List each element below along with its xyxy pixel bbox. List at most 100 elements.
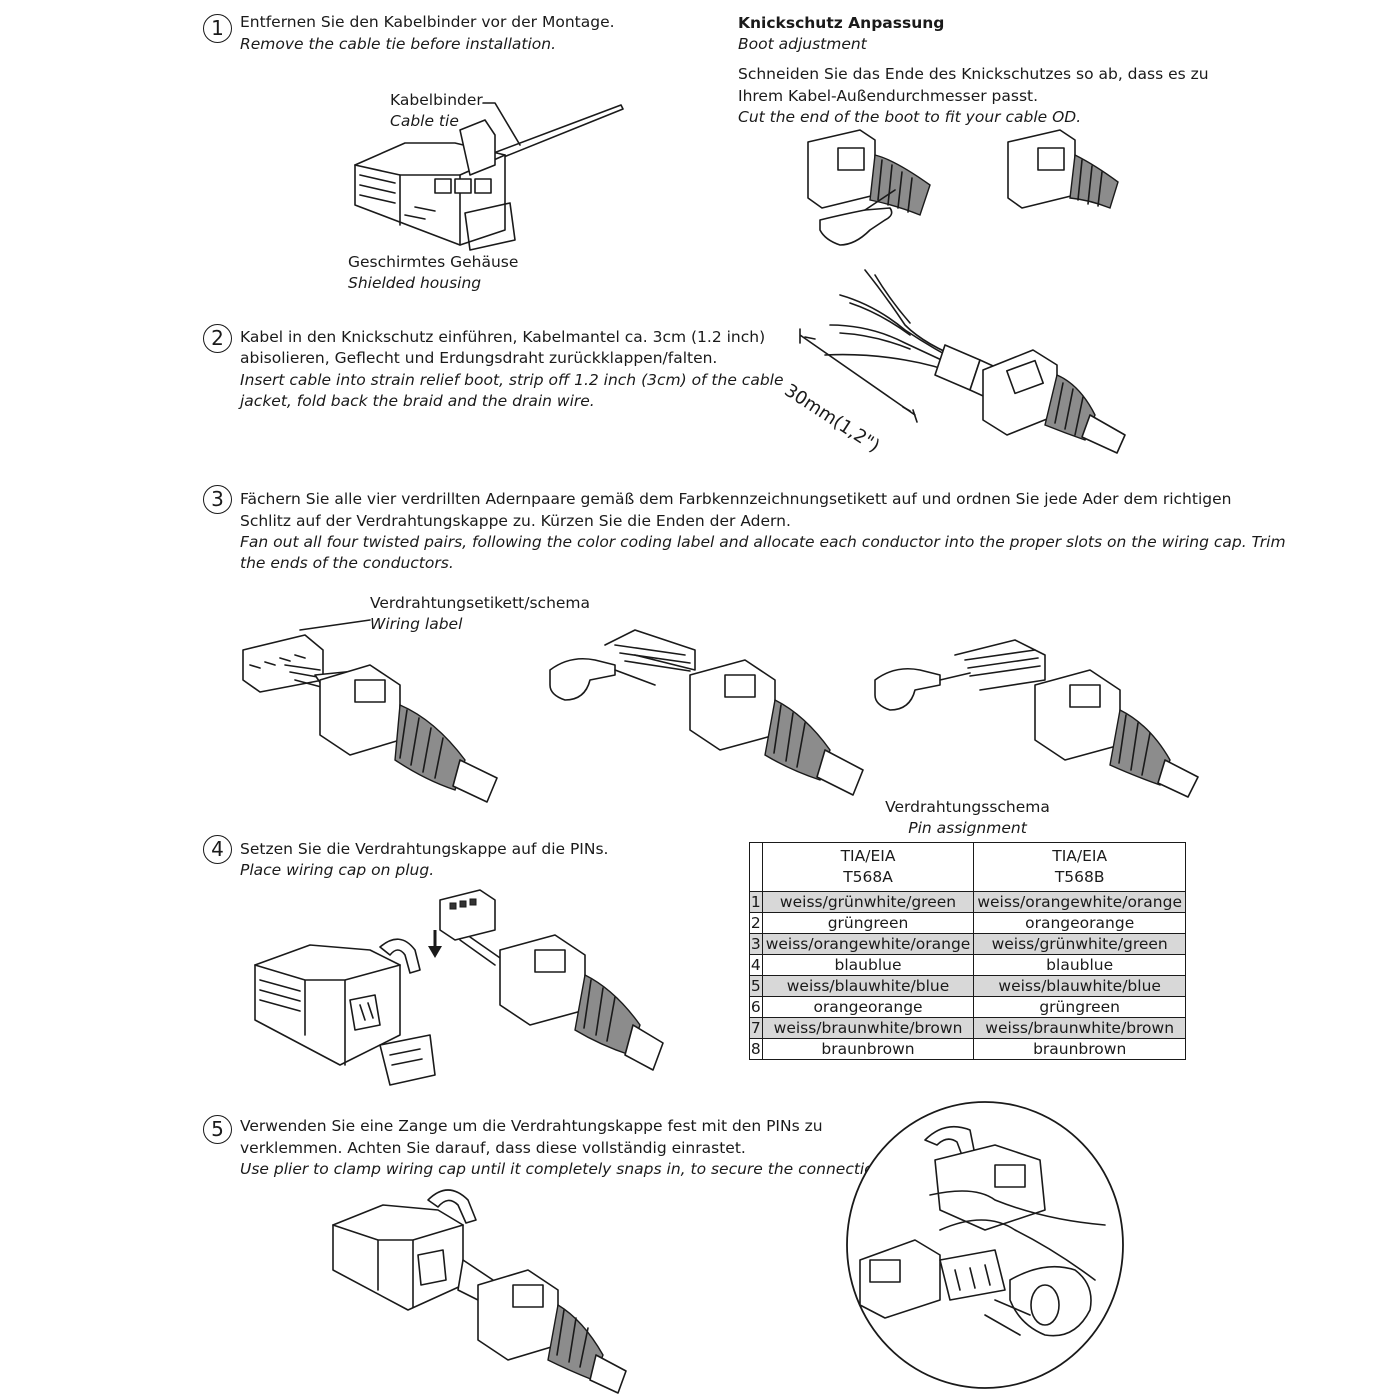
housing-label-de: Geschirmtes Gehäuse (348, 253, 519, 271)
pin-color-en: white/blue (868, 977, 950, 995)
step-1-text-en: Remove the cable tie before installation… (240, 35, 557, 53)
step-4-number: 4 (203, 835, 232, 864)
boot-text-en: Cut the end of the boot to fit your cabl… (738, 108, 1082, 126)
step-4-text-de: Setzen Sie die Verdrahtungskappe auf die… (240, 840, 609, 858)
pin-color-de: weiss/braun (773, 1019, 867, 1037)
connector-cable-tie-illustration (354, 102, 624, 251)
pin-color-en: white/blue (1079, 977, 1161, 995)
pin-color-en: white/orange (868, 935, 971, 953)
pin-color-en: orange (1079, 914, 1135, 932)
step-4-housing-illustration (254, 938, 436, 1086)
down-arrow-icon (428, 930, 442, 958)
pin-t568b-cell: weiss/braunwhite/brown (973, 1017, 1186, 1039)
pin-color-en: brown (1078, 1040, 1127, 1058)
pin-number: 2 (749, 912, 763, 934)
stripped-cable-illustration (799, 269, 1126, 454)
step-3-connector-2 (549, 629, 864, 796)
pin-table-title-de: Verdrahtungsschema (885, 798, 1050, 816)
plier-detail-circle-illustration (846, 1101, 1124, 1389)
pin-table-corner (749, 842, 763, 892)
pin-t568a-cell: orangeorange (761, 996, 975, 1018)
step-5-text-de-1: Verwenden Sie eine Zange um die Verdraht… (240, 1117, 823, 1135)
pin-number: 4 (749, 954, 763, 976)
pin-color-de: weiss/blau (998, 977, 1080, 995)
housing-label-en: Shielded housing (348, 274, 482, 292)
pin-color-de: weiss/orange (977, 893, 1080, 911)
pin-number: 5 (749, 975, 763, 997)
pin-color-de: blau (1046, 956, 1080, 974)
pin-color-de: weiss/grün (779, 893, 864, 911)
pin-color-de: braun (821, 1040, 867, 1058)
pin-t568a-cell: blaublue (761, 954, 975, 976)
pin-table-title-en: Pin assignment (908, 819, 1027, 837)
pin-t568a-cell: weiss/orangewhite/orange (761, 933, 975, 955)
step-3-text-en-2: the ends of the conductors. (240, 554, 454, 572)
wiring-label-de: Verdrahtungsetikett/schema (370, 594, 591, 612)
pin-t568b-cell: orangeorange (973, 912, 1186, 934)
pin-color-en: blue (1079, 956, 1114, 974)
pin-number: 3 (749, 933, 763, 955)
pin-color-en: white/brown (866, 1019, 963, 1037)
pin-number: 1 (749, 891, 763, 913)
step-3-connector-3 (874, 639, 1199, 798)
pin-color-en: green (1075, 998, 1120, 1016)
step-4-text-en: Place wiring cap on plug. (240, 861, 435, 879)
pin-color-de: weiss/orange (765, 935, 869, 953)
pin-t568b-cell: braunbrown (973, 1038, 1186, 1060)
step-1-text-de: Entfernen Sie den Kabelbinder vor der Mo… (240, 13, 615, 31)
pin-number: 8 (749, 1038, 763, 1060)
pin-color-en: white/orange (1079, 893, 1182, 911)
pin-color-de: braun (1033, 1040, 1079, 1058)
pin-color-de: weiss/blau (786, 977, 869, 995)
pin-color-en: brown (866, 1040, 915, 1058)
boot-cutting-illustration (807, 129, 1119, 246)
step-2-text-en-2: jacket, fold back the braid and the drai… (240, 392, 595, 410)
pin-color-en: green (863, 914, 909, 932)
cable-tie-label-de: Kabelbinder (390, 91, 483, 109)
step-1-number: 1 (203, 14, 232, 43)
pin-color-de: grün (1039, 998, 1076, 1016)
step-5-text-de-2: verklemmen. Achten Sie darauf, dass dies… (240, 1139, 746, 1157)
t568a-header-line-2: T568A (843, 868, 893, 886)
t568a-header-line-1: TIA/EIA (840, 847, 896, 865)
pin-t568b-cell: blaublue (973, 954, 1186, 976)
step-3-connector-1 (242, 619, 498, 803)
boot-text-de-1: Schneiden Sie das Ende des Knickschutzes… (738, 65, 1209, 83)
cable-tie-label-en: Cable tie (390, 112, 459, 130)
step-5-assembled-connector-illustration (332, 1189, 627, 1394)
boot-title-en: Boot adjustment (738, 35, 867, 53)
pin-color-de: blau (834, 956, 868, 974)
step-2-text-de-2: abisolieren, Geflecht und Erdungsdraht z… (240, 349, 718, 367)
pin-t568a-cell: weiss/grünwhite/green (761, 891, 975, 913)
pin-t568a-cell: weiss/braunwhite/brown (761, 1017, 975, 1039)
pin-t568b-cell: weiss/orangewhite/orange (973, 891, 1186, 913)
step-2-text-de-1: Kabel in den Knickschutz einführen, Kabe… (240, 328, 766, 346)
pin-color-de: orange (813, 998, 869, 1016)
step-3-number: 3 (203, 485, 232, 514)
pin-t568b-cell: weiss/grünwhite/green (973, 933, 1186, 955)
pin-color-de: orange (1025, 914, 1080, 932)
pin-table-header-t568a: TIA/EIA T568A (761, 842, 975, 892)
pin-t568a-cell: grüngreen (761, 912, 975, 934)
t568b-header-line-2: T568B (1054, 868, 1105, 886)
wiring-label-en: Wiring label (370, 615, 463, 633)
pin-color-en: white/brown (1078, 1019, 1175, 1037)
step-4-cap-connector-illustration (439, 889, 664, 1071)
pin-color-de: weiss/grün (991, 935, 1076, 953)
boot-text-de-2: Ihrem Kabel-Außendurchmesser passt. (738, 87, 1039, 105)
step-3-text-de-1: Fächern Sie alle vier verdrillten Adernp… (240, 490, 1232, 508)
boot-title-de: Knickschutz Anpassung (738, 14, 945, 32)
pin-number: 6 (749, 996, 763, 1018)
pin-color-en: orange (868, 998, 923, 1016)
